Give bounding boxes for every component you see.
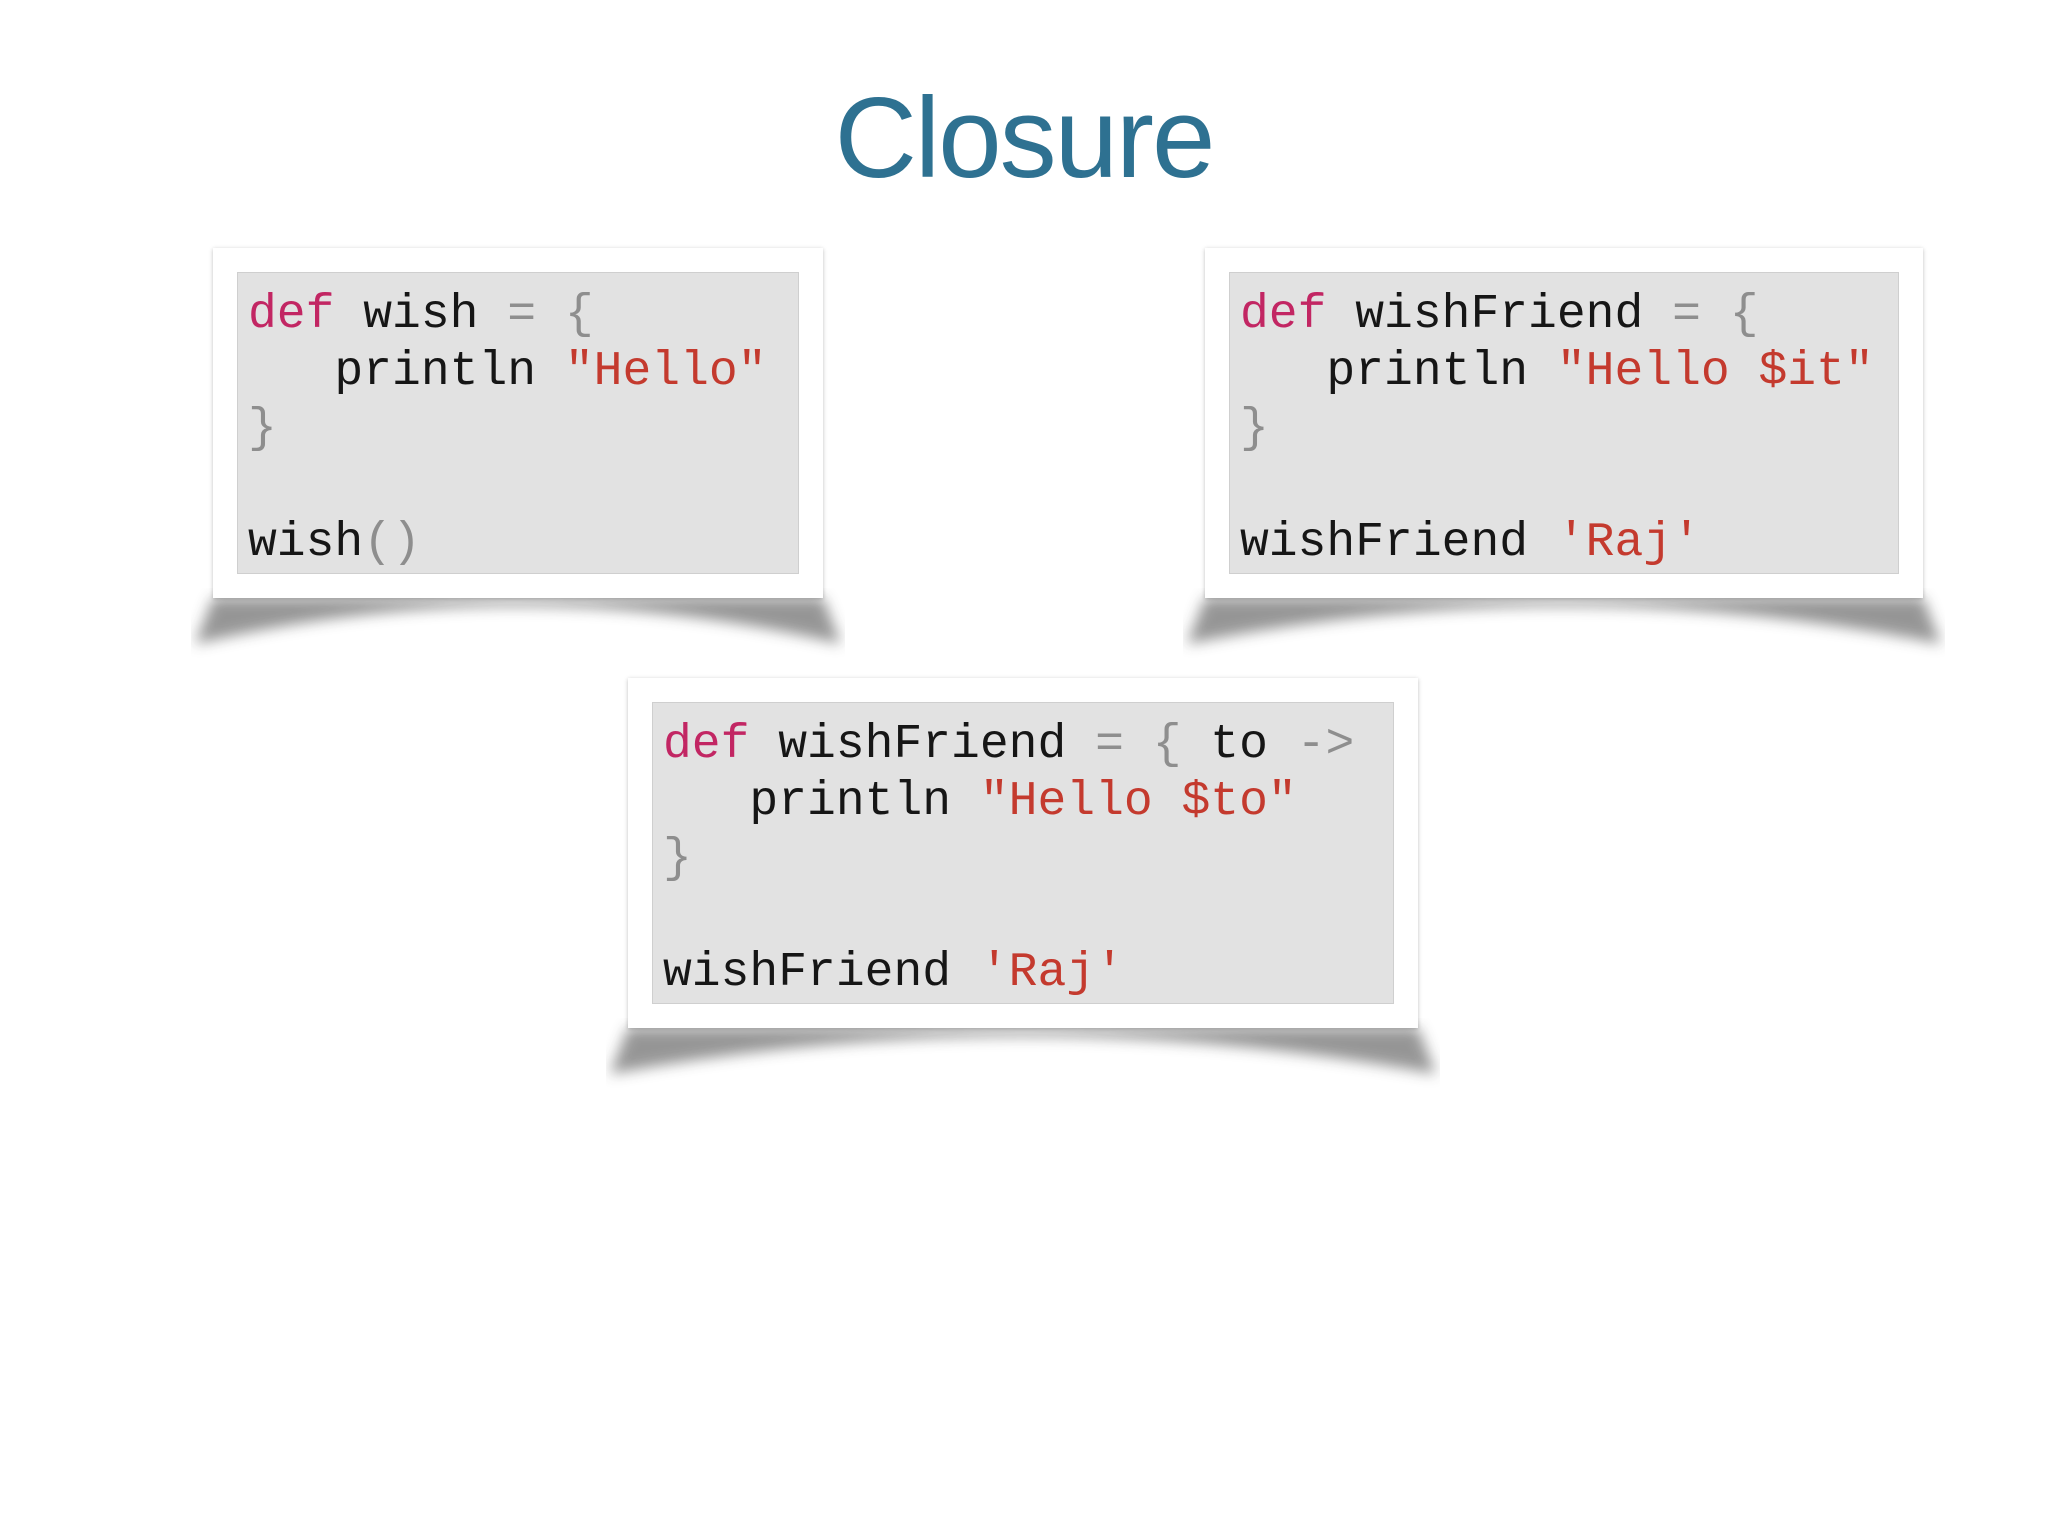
card-curved-shadow (195, 598, 841, 644)
code-token-text: wishFriend (663, 946, 980, 1000)
code-line: println "Hello $to" (663, 774, 1383, 831)
code-card-wish: def wish = { println "Hello"} wish() (195, 248, 841, 644)
code-token-punct: () (363, 516, 421, 570)
card-frame: def wish = { println "Hello"} wish() (213, 248, 823, 598)
code-token-text: wishFriend (1326, 288, 1673, 342)
code-token-punct: = { (1672, 288, 1759, 342)
page-title: Closure (834, 75, 1216, 202)
code-token-text: println (663, 775, 980, 829)
code-line: def wishFriend = { (1240, 287, 1888, 344)
card-frame: def wishFriend = { println "Hello $it"} … (1205, 248, 1923, 598)
code-token-keyword: def (1240, 288, 1327, 342)
code-card-wishfriend-it: def wishFriend = { println "Hello $it"} … (1187, 248, 1941, 644)
code-token-punct: = { (507, 288, 594, 342)
code-token-text: to (1210, 718, 1297, 772)
code-token-punct: } (248, 402, 277, 456)
code-token-text: wishFriend (1240, 516, 1557, 570)
code-token-text: println (248, 345, 565, 399)
code-token-punct: } (663, 832, 692, 886)
card-frame: def wishFriend = { to -> println "Hello … (628, 678, 1418, 1028)
code-line (663, 888, 1383, 945)
code-card-wishfriend-to: def wishFriend = { to -> println "Hello … (610, 678, 1436, 1074)
code-token-punct: = { (1095, 718, 1211, 772)
code-line: wishFriend 'Raj' (1240, 515, 1888, 572)
code-line: def wish = { (248, 287, 788, 344)
code-line: wish() (248, 515, 788, 572)
code-line: } (663, 831, 1383, 888)
code-line (1240, 458, 1888, 515)
code-token-text: wish (248, 516, 364, 570)
code-token-text: wishFriend (749, 718, 1096, 772)
card-curved-shadow (610, 1028, 1436, 1074)
code-token-punct: -> (1296, 718, 1355, 772)
code-token-string: "Hello $it" (1556, 345, 1874, 399)
code-token-punct: } (1240, 402, 1269, 456)
code-line: wishFriend 'Raj' (663, 945, 1383, 1002)
code-token-keyword: def (248, 288, 335, 342)
code-line: def wishFriend = { to -> (663, 717, 1383, 774)
code-block-wish: def wish = { println "Hello"} wish() (237, 272, 799, 574)
code-token-text: wish (334, 288, 508, 342)
code-token-keyword: def (663, 718, 750, 772)
code-line: } (1240, 401, 1888, 458)
code-token-string: "Hello" (564, 345, 767, 399)
code-line (248, 458, 788, 515)
card-curved-shadow (1187, 598, 1941, 644)
code-block-wishfriend-it: def wishFriend = { println "Hello $it"} … (1229, 272, 1899, 574)
code-token-text: println (1240, 345, 1557, 399)
code-token-string: "Hello $to" (979, 775, 1297, 829)
code-block-wishfriend-to: def wishFriend = { to -> println "Hello … (652, 702, 1394, 1004)
code-line: println "Hello" (248, 344, 788, 401)
code-token-string: 'Raj' (979, 946, 1124, 1000)
code-line: } (248, 401, 788, 458)
code-line: println "Hello $it" (1240, 344, 1888, 401)
code-token-string: 'Raj' (1556, 516, 1701, 570)
